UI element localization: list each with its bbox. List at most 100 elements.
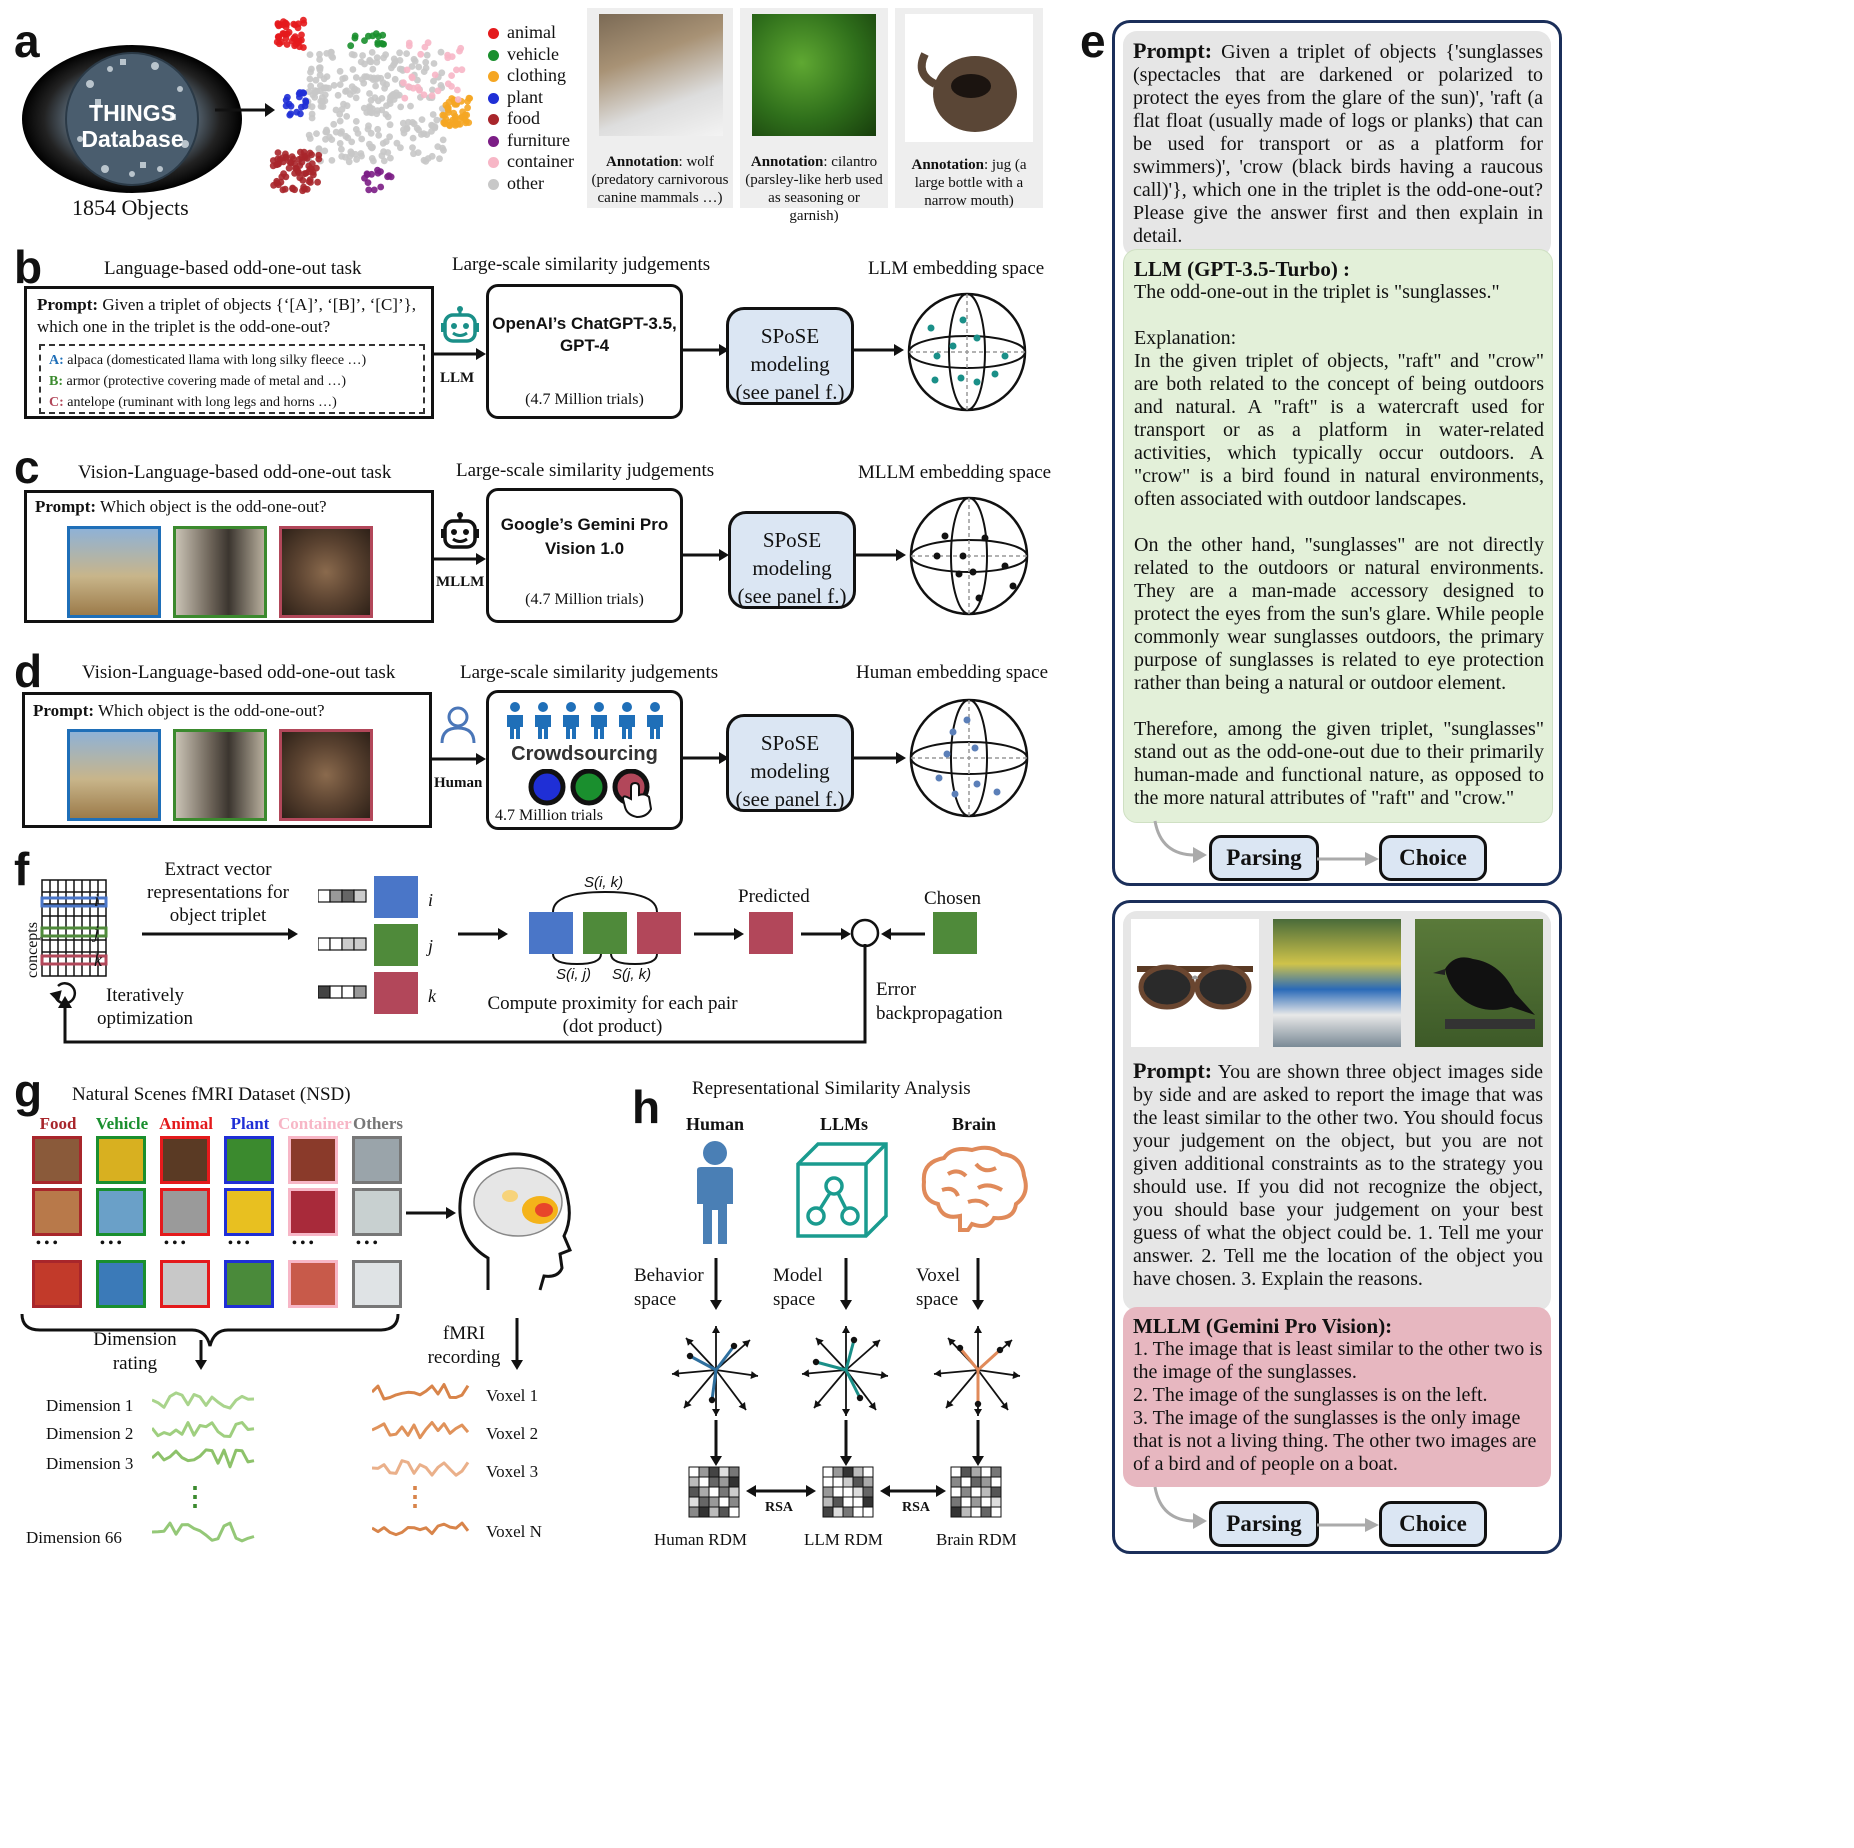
rdm-cell [832, 1496, 844, 1508]
rdm-cell [822, 1496, 834, 1508]
scatter-point [299, 89, 307, 97]
legend-item-vehicle: vehicle [488, 44, 559, 65]
rdm-cell [950, 1486, 962, 1498]
embedding-point [981, 534, 989, 542]
rdm-cell [842, 1496, 854, 1508]
scatter-point [357, 58, 365, 66]
nsd-image [160, 1188, 210, 1236]
scatter-point [361, 37, 368, 44]
rdm-cell [862, 1486, 874, 1498]
scatter-point [374, 125, 382, 133]
embedding-point [935, 774, 943, 782]
embedding-point [949, 342, 957, 350]
e-explanation-p3: Therefore, among the given triplet, "sun… [1134, 718, 1544, 809]
rdm-cell [728, 1476, 740, 1488]
b-judgements-title: Large-scale similarity judgements [452, 254, 711, 275]
scatter-point [364, 179, 372, 187]
error-label: Error backpropagation [876, 978, 1003, 1026]
rdm-label-brain: Brain RDM [936, 1530, 1017, 1549]
nsd-image [224, 1188, 274, 1236]
embedding-point [933, 352, 941, 360]
legend-swatch [488, 92, 499, 104]
scatter-point [409, 144, 416, 152]
voxel-trace [372, 1521, 470, 1537]
scatter-point [403, 50, 410, 57]
scatter-point [295, 39, 302, 46]
rdm-cell [708, 1506, 720, 1518]
legend-label: other [507, 172, 544, 193]
scatter-point [382, 138, 390, 145]
embedding-point [973, 334, 981, 342]
alpaca-image [67, 526, 161, 618]
embedding-point [969, 568, 977, 576]
rdm-cell [698, 1506, 710, 1518]
d-spose-box: SPoSE modeling (see panel f.) [726, 714, 854, 812]
arrow-a [215, 95, 275, 130]
legend-swatch [488, 28, 499, 40]
human-embedding-sphere [907, 696, 1031, 825]
scatter-point [287, 102, 295, 110]
d-prompt: Prompt: Which object is the odd-one-out? [33, 701, 325, 720]
e-prompt: Prompt: Given a triplet of objects {'sun… [1133, 38, 1543, 247]
rdm-cell [980, 1466, 992, 1478]
scatter-point [445, 108, 452, 116]
embedding-point [973, 378, 981, 386]
rdm-cell [862, 1506, 874, 1518]
arrow-g-right [406, 1206, 456, 1225]
h-space-brain-line1: Voxel [916, 1265, 960, 1286]
scatter-point [287, 110, 295, 118]
robot-icon [440, 306, 480, 353]
rdm-cell [960, 1486, 972, 1498]
e-choice-arrow-2 [1317, 1517, 1379, 1538]
scatter-point [428, 121, 435, 129]
star-plot [801, 1326, 889, 1416]
llm-cube-icon [794, 1140, 890, 1245]
scatter-point [352, 126, 360, 133]
legend-item-furniture: furniture [488, 130, 570, 151]
e-llm-response: LLM (GPT-3.5-Turbo) : The odd-one-out in… [1134, 258, 1544, 810]
rdm-cell [822, 1486, 834, 1498]
rdm-cell [698, 1496, 710, 1508]
embedding-point [973, 780, 981, 788]
embedding-point [993, 788, 1001, 796]
rdm-cell [688, 1506, 700, 1518]
legend-label: animal [507, 22, 556, 42]
b-options: A: alpaca (domesticated llama with long … [49, 350, 366, 413]
scatter-point [363, 171, 371, 179]
sunglasses-image [1131, 919, 1259, 1047]
legend-label: vehicle [507, 43, 559, 64]
scatter-point [375, 132, 383, 139]
grid-ellipsis: • • • [164, 1236, 186, 1251]
mllm-embedding-sphere [907, 494, 1031, 623]
scatter-point [314, 178, 321, 186]
signal-trace [152, 1448, 255, 1469]
legend-swatch [488, 157, 499, 169]
rdm-cell [970, 1486, 982, 1498]
extract-line1: Extract vector [164, 859, 272, 880]
h-space-llm-line1: Model [773, 1265, 823, 1286]
panel-label-e: e [1080, 15, 1106, 67]
scatter-point [336, 110, 344, 118]
scatter-point [269, 157, 277, 164]
embedding-point [955, 570, 963, 578]
arrow-f5 [881, 927, 925, 946]
scatter-point [313, 130, 320, 137]
embedding-point [1001, 352, 1009, 360]
scatter-point [358, 76, 366, 83]
e-prompt2-box: Prompt: You are shown three object image… [1123, 911, 1551, 1311]
star-plot [671, 1326, 759, 1416]
compute-line2: (dot product) [562, 1016, 663, 1037]
error-line2: backpropagation [876, 1003, 1003, 1024]
rdm-cell [990, 1486, 1002, 1498]
voxel-trace [372, 1459, 470, 1477]
rdm-cell [950, 1476, 962, 1488]
annotation-card-jug: Annotation: jug (a large bottle with a n… [895, 8, 1043, 209]
signal-trace [372, 1459, 470, 1477]
scatter-point [384, 113, 392, 121]
scatter-point [407, 102, 414, 110]
e-mllm-line2: 2. The image of the sunglasses is on the… [1133, 1384, 1488, 1406]
embedding-point [943, 750, 951, 758]
d-agent-label: Human [434, 775, 483, 791]
panel-label-f: f [14, 843, 30, 895]
